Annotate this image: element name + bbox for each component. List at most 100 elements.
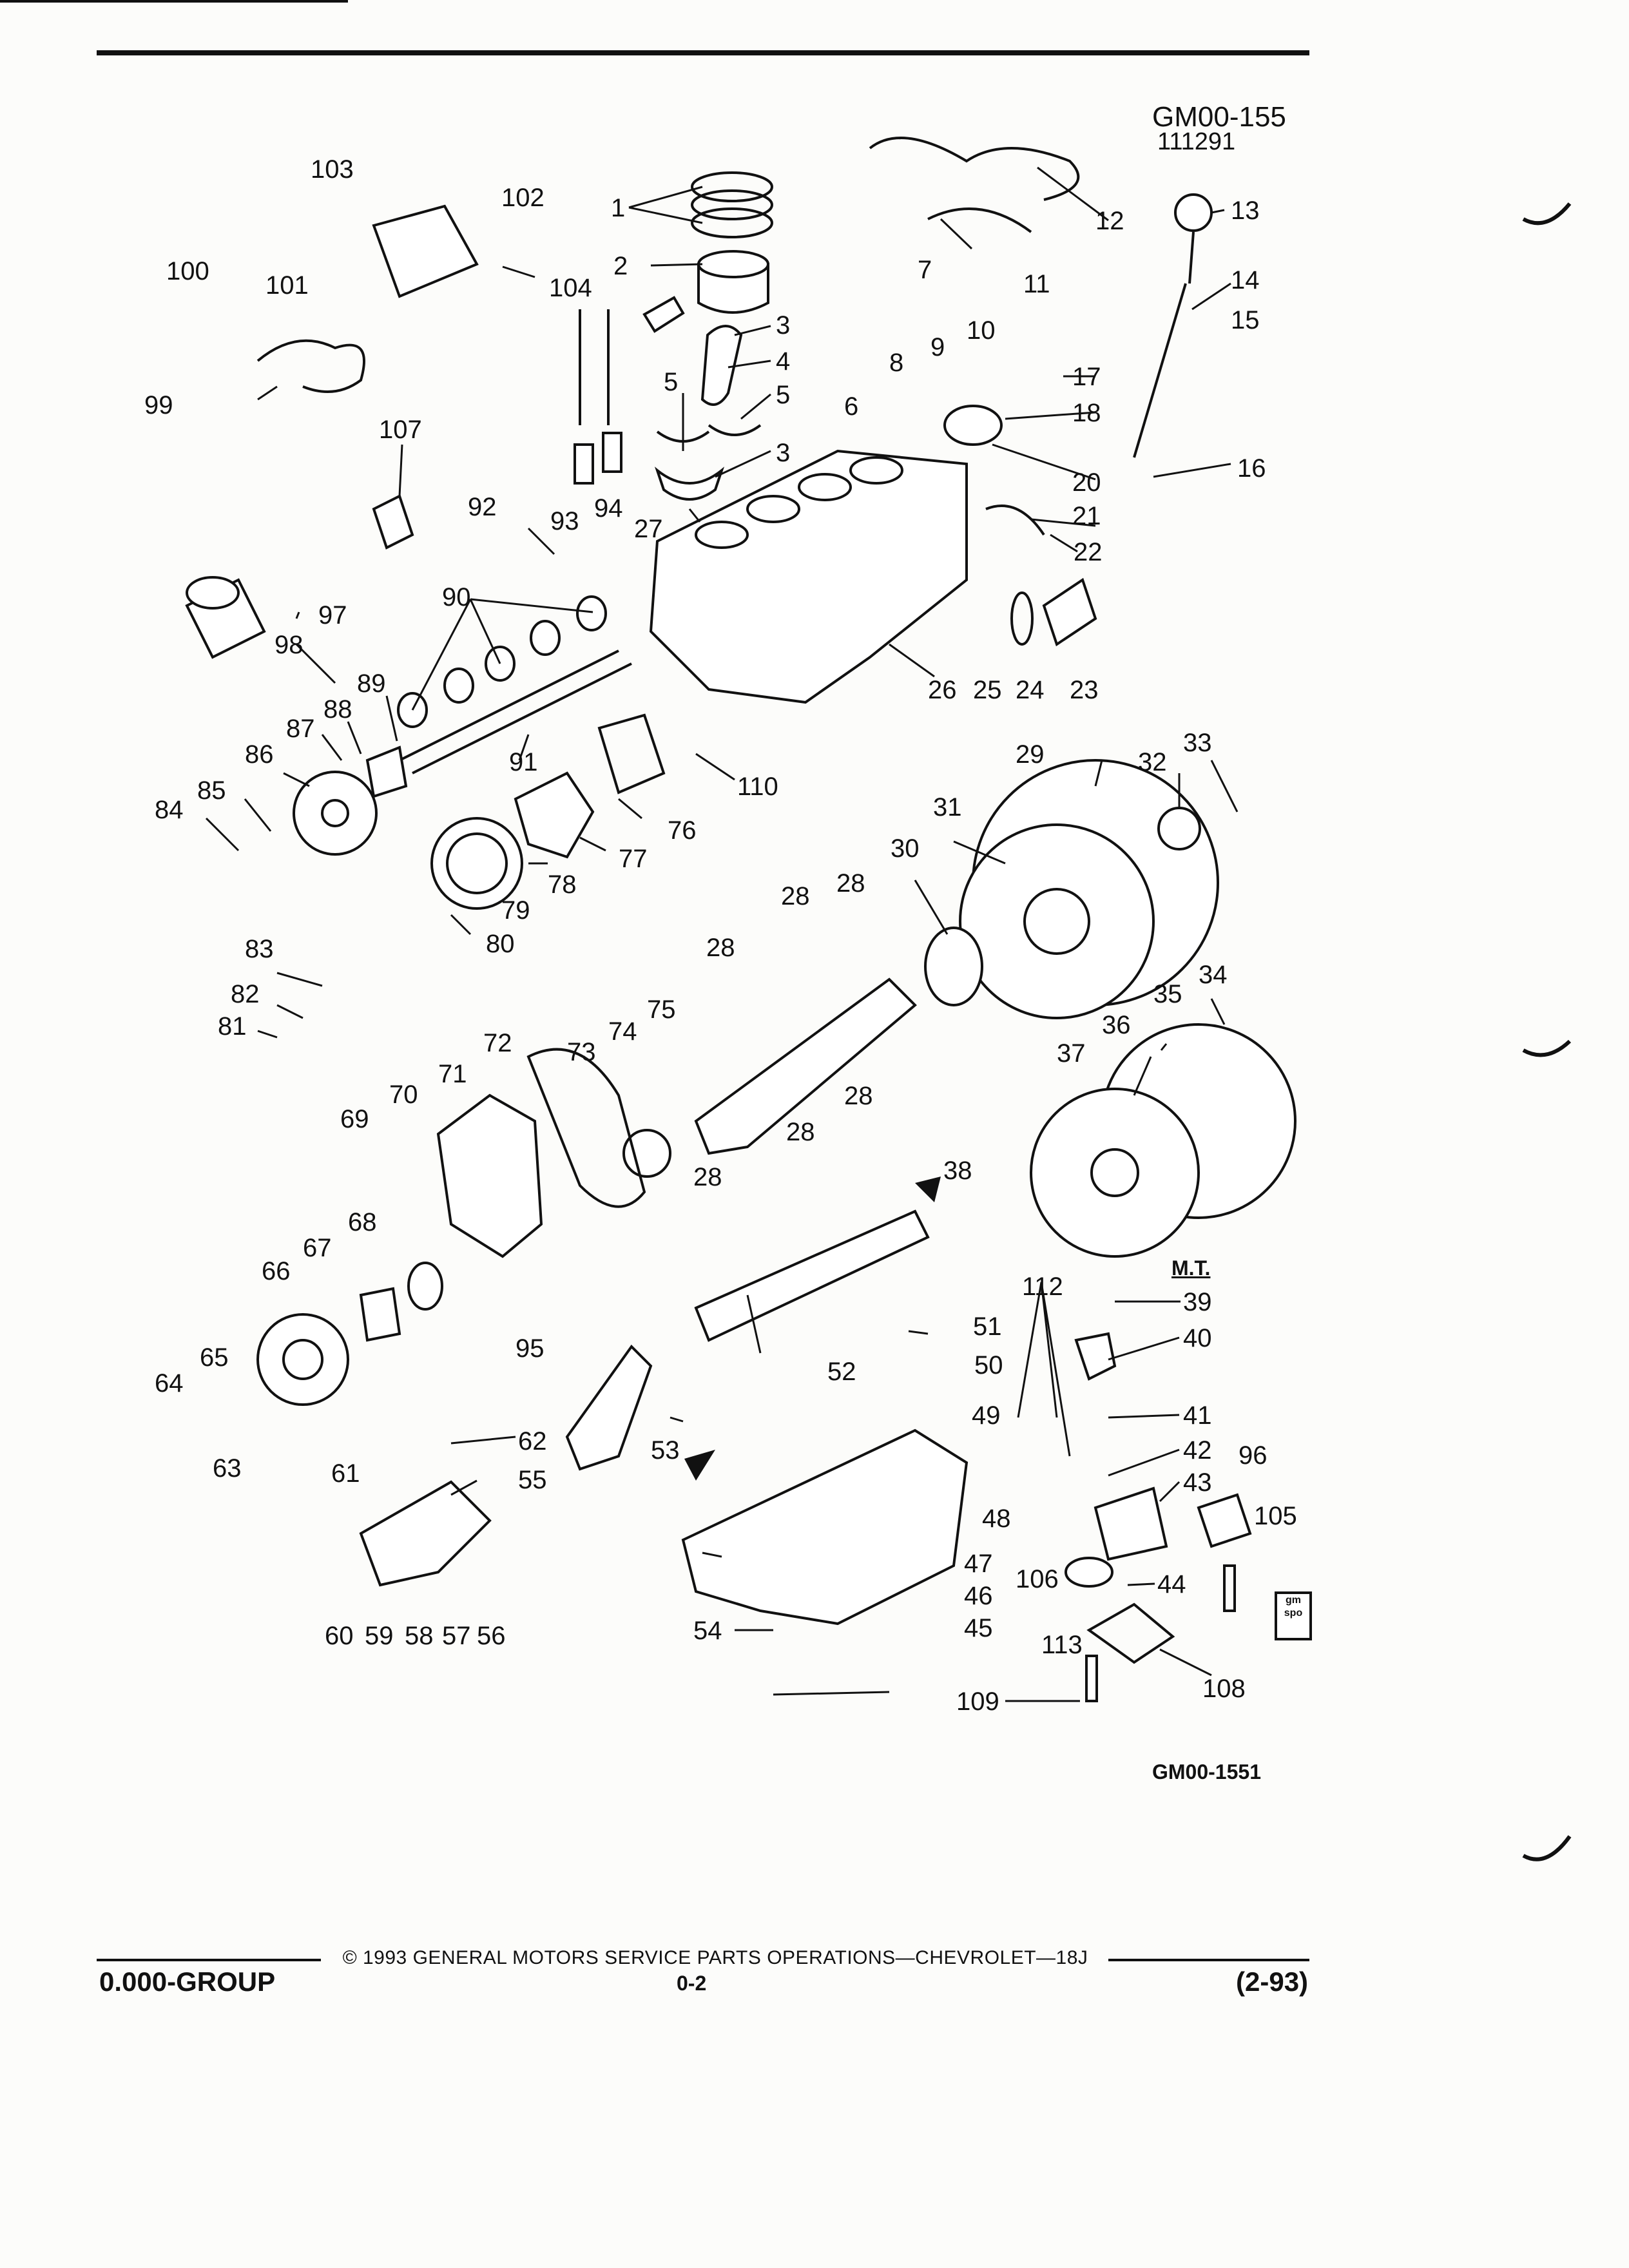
callout-5a: 5: [664, 368, 678, 396]
figure-id: GM00-1551: [1152, 1760, 1261, 1783]
piston-pin: [642, 296, 685, 333]
callout-85: 85: [197, 776, 226, 805]
corner-mark: [0, 0, 348, 3]
callout-102: 102: [501, 184, 545, 212]
oil-filter-top: [186, 576, 240, 610]
bracket: [565, 1344, 653, 1471]
callout-86: 86: [245, 740, 274, 769]
callout-92: 92: [468, 493, 497, 521]
flexplate: [959, 823, 1155, 1019]
piston-ring-1: [691, 171, 773, 202]
crank-hub: [359, 1287, 401, 1342]
callout-6: 6: [844, 392, 858, 421]
callout-78: 78: [548, 870, 577, 899]
bushing: [372, 494, 414, 550]
cam-sprocket: [293, 771, 378, 856]
callout-8: 8: [889, 349, 903, 377]
revision-date: (2-93): [1236, 1966, 1309, 1997]
callout-39: 39: [1183, 1288, 1212, 1316]
callout-88: 88: [323, 695, 352, 724]
arrow-38-icon: [915, 1177, 941, 1202]
callout-17: 17: [1072, 363, 1101, 391]
callout-79: 79: [501, 896, 530, 925]
lifter-2: [602, 432, 622, 473]
callout-28f: 28: [693, 1163, 722, 1191]
sensor: [1197, 1493, 1252, 1548]
callout-73: 73: [567, 1038, 596, 1066]
callout-55: 55: [518, 1466, 547, 1494]
crankshaft: [694, 977, 917, 1155]
callout-59: 59: [365, 1622, 394, 1650]
callout-36: 36: [1102, 1011, 1131, 1039]
oil-pump-drive: [1074, 1332, 1117, 1381]
callout-13: 13: [1231, 197, 1260, 225]
ignition-coil: [372, 204, 479, 298]
wiring-harness: [869, 137, 1080, 201]
callout-100: 100: [166, 257, 209, 285]
oil-pickup-gasket: [1086, 1602, 1175, 1664]
callout-53: 53: [651, 1436, 680, 1465]
callout-98: 98: [275, 631, 304, 659]
callout-81: 81: [218, 1012, 247, 1041]
footer-rule-right: [1108, 1959, 1309, 1961]
callout-1: 1: [611, 194, 625, 222]
callout-21: 21: [1072, 502, 1101, 530]
callout-61: 61: [331, 1459, 360, 1488]
callout-49: 49: [972, 1401, 1001, 1430]
pump-pulley: [430, 817, 523, 910]
callout-46: 46: [964, 1582, 993, 1610]
callout-51: 51: [973, 1312, 1002, 1341]
callout-45: 45: [964, 1614, 993, 1642]
timing-cover: [436, 1093, 543, 1258]
camshaft-edge: [412, 662, 632, 774]
copyright-line: © 1993 GENERAL MOTORS SERVICE PARTS OPER…: [342, 1947, 1088, 1968]
cylinder-bore-4: [849, 456, 903, 485]
spacer: [1157, 807, 1201, 850]
callout-18: 18: [1072, 399, 1101, 427]
callout-107: 107: [379, 416, 422, 444]
callout-16: 16: [1237, 454, 1266, 483]
callout-76: 76: [668, 816, 697, 845]
callout-91: 91: [509, 748, 538, 776]
callout-101: 101: [265, 271, 309, 300]
piston-ring-2: [691, 189, 773, 220]
callout-32: 32: [1138, 748, 1167, 776]
callout-4: 4: [776, 347, 790, 376]
oil-pump: [1094, 1486, 1168, 1561]
callout-9: 9: [930, 333, 945, 361]
callout-2: 2: [613, 252, 628, 280]
flexplate-hub: [1023, 888, 1090, 955]
oil-pump-pickup: [1065, 1557, 1113, 1588]
callout-28c: 28: [706, 934, 735, 962]
water-pump: [514, 771, 595, 859]
cam-sprocket-hub: [321, 799, 349, 827]
callout-87: 87: [286, 715, 315, 743]
margin-mark-2-icon: [1522, 1039, 1572, 1057]
water-pump-gasket: [597, 713, 666, 794]
clutch-disc: [1030, 1088, 1200, 1258]
callout-33: 33: [1183, 729, 1212, 757]
engine-block: [649, 449, 968, 704]
pump-pulley-inner: [446, 832, 508, 894]
callout-41: 41: [1183, 1401, 1212, 1430]
callout-83: 83: [245, 935, 274, 963]
callout-62: 62: [518, 1427, 547, 1456]
callout-70: 70: [389, 1081, 418, 1109]
callout-94: 94: [594, 494, 623, 523]
callout-5b: 5: [776, 381, 790, 409]
footer-rule-left: [97, 1959, 321, 1961]
callout-3b: 3: [776, 439, 790, 467]
callout-28d: 28: [844, 1082, 873, 1110]
piston-top: [697, 250, 769, 278]
callout-10: 10: [967, 316, 996, 345]
callout-38: 38: [943, 1157, 972, 1185]
callout-30: 30: [891, 834, 920, 863]
callout-25: 25: [973, 676, 1002, 704]
callout-7: 7: [918, 256, 932, 284]
leader-lines: [205, 166, 1239, 1702]
callout-80: 80: [486, 930, 515, 958]
callout-11: 11: [1023, 270, 1050, 298]
crank-sprocket: [622, 1129, 671, 1178]
callout-109: 109: [956, 1687, 999, 1716]
